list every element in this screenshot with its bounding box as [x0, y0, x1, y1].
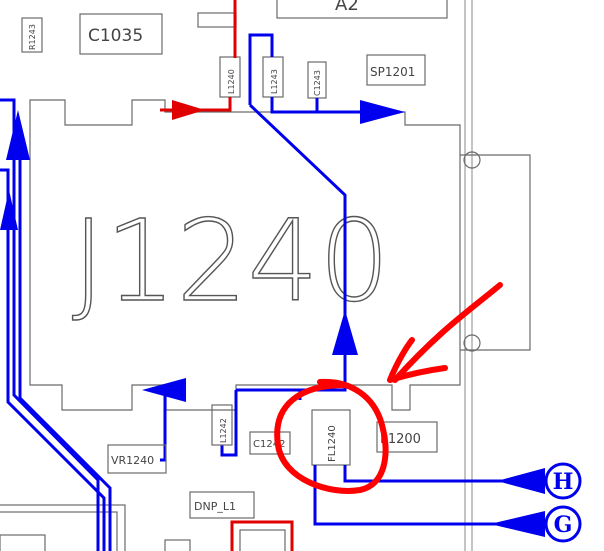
part-l1240-label: L1240 [227, 69, 236, 94]
arrow-head [490, 511, 545, 537]
part-a2: A2 [276, 0, 448, 19]
connector-j1240-label: J1240 [72, 197, 390, 327]
trace-blue-l1243 [248, 33, 405, 124]
outline-bottom-left [0, 504, 191, 551]
part-r1243-label: R1243 [28, 24, 37, 50]
part-l1242-label: L1242 [219, 418, 228, 443]
part-l1240: L1240 [219, 56, 241, 98]
arrow-head [360, 100, 405, 124]
part-r1243: R1243 [21, 17, 43, 53]
part-vr1240: VR1240 [107, 444, 167, 474]
part-vr1240-label: VR1240 [111, 454, 154, 467]
part-fl1240-label: FL1240 [327, 425, 338, 462]
part-c1242: C1242 [249, 431, 291, 455]
pad-small [197, 12, 237, 28]
trace-blue-left-arrow [142, 378, 300, 462]
highlight-annotation [274, 282, 503, 494]
part-sp1201: SP1201 [366, 54, 426, 86]
part-p1200: P1200 [376, 421, 438, 453]
trace-red-top [160, 0, 237, 120]
connector-tag-g [544, 505, 582, 543]
connector-tag-h-label: H [553, 469, 574, 495]
part-dnp-l1-label: DNP_L1 [194, 500, 236, 513]
connector-j1240: J1240 [29, 99, 531, 411]
part-l1242: L1242 [211, 404, 233, 446]
trace-red-bottom [230, 520, 294, 551]
highlight-arrow-head [387, 337, 448, 383]
arrow-head [142, 378, 186, 402]
part-a2-label: A2 [335, 0, 359, 15]
part-l1243-label: L1243 [270, 69, 279, 94]
connector-tag-g-label: G [554, 512, 573, 538]
part-c1242-label: C1242 [253, 439, 285, 450]
arrow-head [332, 310, 358, 355]
arrow-head [497, 468, 545, 494]
part-c1243: C1243 [307, 61, 327, 99]
trace-blue-g: G [313, 465, 582, 543]
part-fl1240: FL1240 [311, 409, 351, 466]
highlight-arrow-shaft [392, 282, 503, 383]
trace-blue-left [0, 98, 112, 551]
part-l1243: L1243 [262, 56, 284, 98]
part-c1035-label: C1035 [88, 26, 143, 46]
part-c1035: C1035 [79, 13, 163, 55]
connector-tag-h [544, 462, 582, 500]
part-c1243-label: C1243 [313, 70, 322, 96]
highlight-circle [274, 378, 389, 494]
part-sp1201-label: SP1201 [370, 65, 415, 79]
trace-blue-h: H [343, 462, 582, 500]
arrow-head [0, 190, 18, 230]
arrow-head [172, 100, 205, 120]
part-dnp-l1: DNP_L1 [189, 491, 255, 519]
arrow-head [6, 110, 30, 160]
part-p1200-label: P1200 [380, 432, 421, 447]
